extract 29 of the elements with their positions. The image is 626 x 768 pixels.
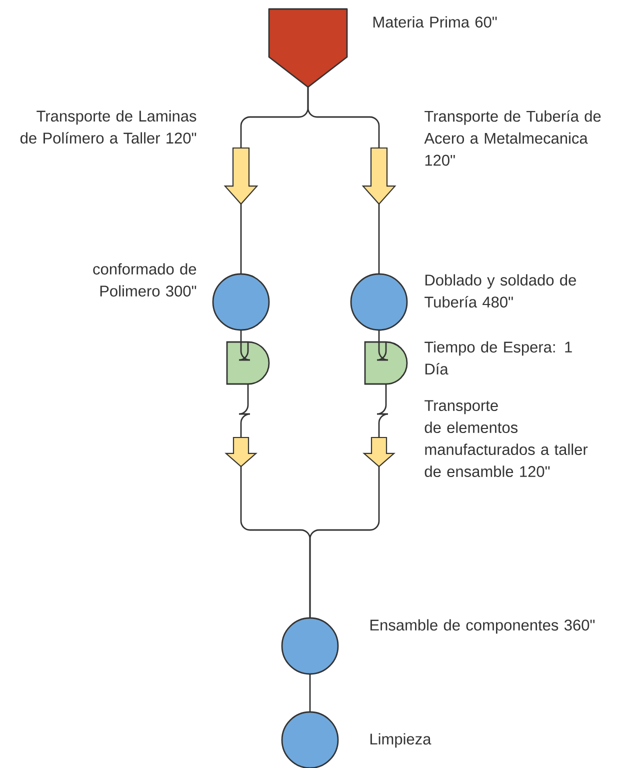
step-label: Tiempo de Espera: 1 Día	[424, 341, 572, 375]
connector-line	[376, 330, 389, 361]
delay-shape	[226, 341, 270, 385]
connector-line	[376, 384, 389, 438]
step-label: Transporte de Tubería de Acero a Metalmecanica 120"	[424, 110, 601, 166]
connector-line	[238, 330, 251, 361]
process-circle	[281, 617, 339, 675]
connector-line	[238, 384, 251, 438]
process-circle	[350, 273, 408, 331]
delay-shape	[364, 341, 408, 385]
transport-arrow	[224, 147, 258, 205]
connector-line	[307, 87, 380, 148]
step-label: Ensamble de componentes 360"	[370, 619, 595, 634]
transport-arrow	[362, 147, 396, 205]
transport-arrow	[362, 436, 396, 468]
step-label: Limpieza	[370, 733, 432, 748]
connector-line	[309, 674, 311, 712]
step-label: conformado de Polimero 300"	[93, 263, 196, 297]
connector-line	[240, 204, 242, 274]
transport-arrow	[224, 436, 258, 468]
connector-line	[309, 466, 380, 618]
connector-line	[378, 204, 380, 274]
step-label: Materia Prima 60"	[373, 16, 497, 28]
pentagon-shape	[268, 8, 348, 88]
process-circle	[212, 273, 270, 331]
step-label: Doblado y soldado de Tubería 480"	[424, 274, 576, 308]
step-label: Transporte de elementos manufacturados a taller de ensamble 120"	[424, 400, 588, 478]
step-label: Transporte de Laminas de Polímero a Taller 120"	[20, 110, 196, 144]
process-circle	[281, 711, 339, 768]
